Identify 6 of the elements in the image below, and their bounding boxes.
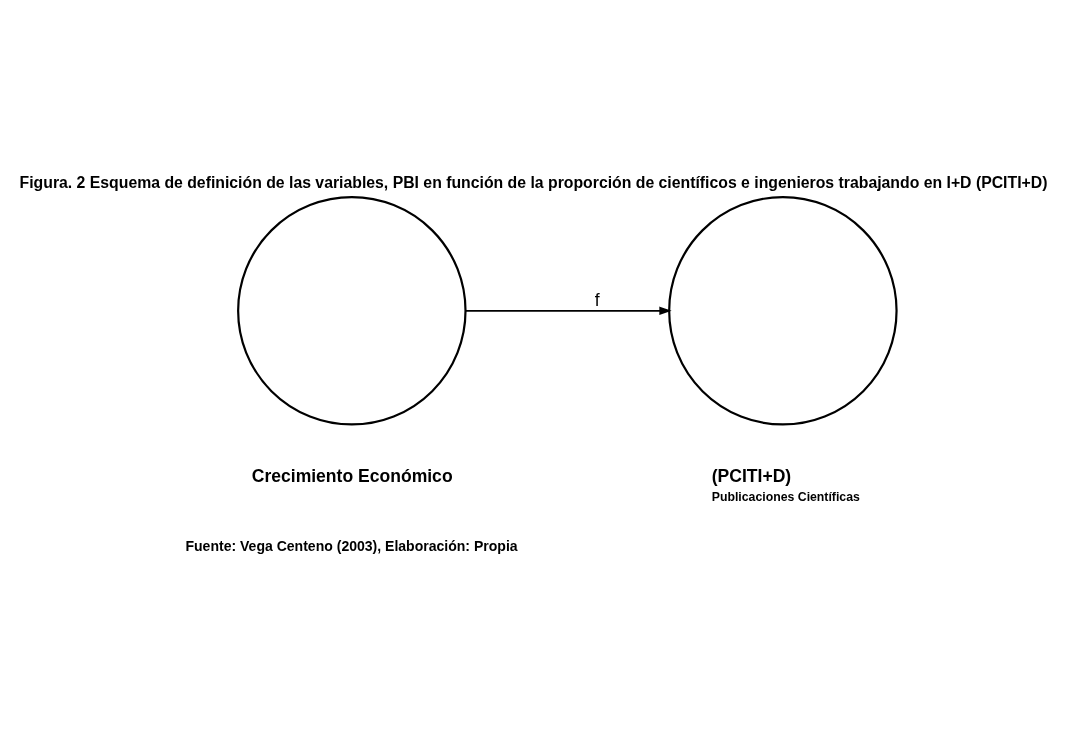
node-label: Crecimiento Económico [251,465,453,486]
node-label: (PCITI+D) [711,465,792,486]
caption: Fuente: Vega Centeno (2003), Elaboración: Propia [185,537,518,554]
node-label: Publicaciones Científicas [711,489,860,504]
diagram-title: Figura. 2 Esquema de definición de las variables, PBI en función de la proporción de científicos e ingenieros trabajando en I+D (PCITI+D) [19,173,1048,191]
edge-label: f [594,289,600,310]
